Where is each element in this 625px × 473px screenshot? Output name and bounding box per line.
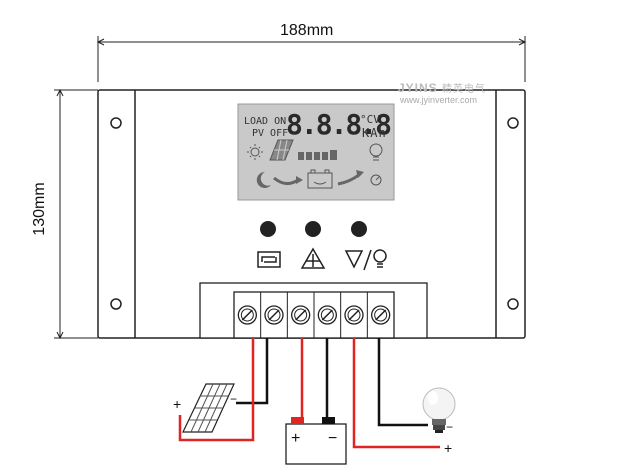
- wires: [178, 338, 440, 449]
- height-dimension: [54, 88, 98, 340]
- load-minus-wire: [377, 338, 428, 427]
- solar-panel-icon: [269, 139, 294, 161]
- lcd-unit-top: °CV: [360, 113, 380, 126]
- up-button[interactable]: [305, 221, 321, 237]
- brand-name: JYINS: [398, 81, 438, 95]
- load-plus-sign: +: [444, 440, 453, 456]
- lcd-load-label: LOAD ON: [244, 116, 287, 127]
- brand-name-cn: 精英电气: [442, 84, 487, 95]
- load-minus-sign: −: [446, 420, 454, 434]
- battery-cycle-icon: [257, 251, 281, 268]
- solar-minus-wire: [236, 338, 269, 405]
- lcd-icons: [247, 139, 383, 189]
- solar-plus-sign: +: [173, 396, 182, 412]
- control-buttons: [260, 221, 367, 237]
- brand-url: www.jyinverter.com: [400, 95, 478, 105]
- width-dimension: [96, 36, 527, 82]
- solar-minus-sign: −: [230, 392, 238, 406]
- width-label: 188mm: [280, 22, 334, 39]
- bulb-icon: [369, 143, 383, 161]
- terminal-screw-load+: [340, 292, 364, 338]
- menu-button[interactable]: [260, 221, 276, 237]
- mount-hole-bottom-right: [507, 298, 519, 310]
- button-symbols: [257, 247, 387, 271]
- terminal-screw-solar-: [237, 305, 257, 325]
- mount-hole-bottom-left: [110, 298, 122, 310]
- load-plus-wire: [352, 338, 440, 449]
- mount-hole-top-right: [507, 117, 519, 129]
- battery-minus-sign: −: [328, 430, 338, 447]
- down-bulb-icon: [344, 249, 387, 271]
- lcd-unit-bottom: KAh: [362, 126, 387, 140]
- mounting-holes: [110, 117, 519, 310]
- brand-logo: JYINS 精英电气: [398, 80, 486, 95]
- height-label: 130mm: [31, 182, 48, 236]
- terminal-screw-battery-: [313, 292, 337, 338]
- terminal-screw-solar+: [260, 292, 284, 338]
- terminal-screw-battery+: [286, 292, 311, 338]
- down-button[interactable]: [351, 221, 367, 237]
- moon-icon: [256, 171, 271, 188]
- battery-face-icon: [307, 169, 333, 189]
- up-plus-icon: [300, 247, 326, 269]
- timer-icon: [370, 174, 382, 186]
- sun-icon: [247, 144, 263, 160]
- solar-plus-wire: [178, 338, 255, 442]
- solar-panel: [182, 383, 235, 433]
- load-bulb: [422, 387, 456, 433]
- battery-plus-sign: +: [291, 430, 301, 447]
- terminals: [237, 292, 391, 338]
- battery: [285, 417, 347, 465]
- terminal-screw-load-: [366, 292, 391, 338]
- flow-arrow-icon: [273, 176, 299, 185]
- lcd-digits: 8.8.8.8: [286, 108, 392, 141]
- battery-level-bars-icon: [298, 150, 337, 160]
- mount-hole-top-left: [110, 117, 122, 129]
- lcd-pv-label: PV OFF: [252, 128, 289, 139]
